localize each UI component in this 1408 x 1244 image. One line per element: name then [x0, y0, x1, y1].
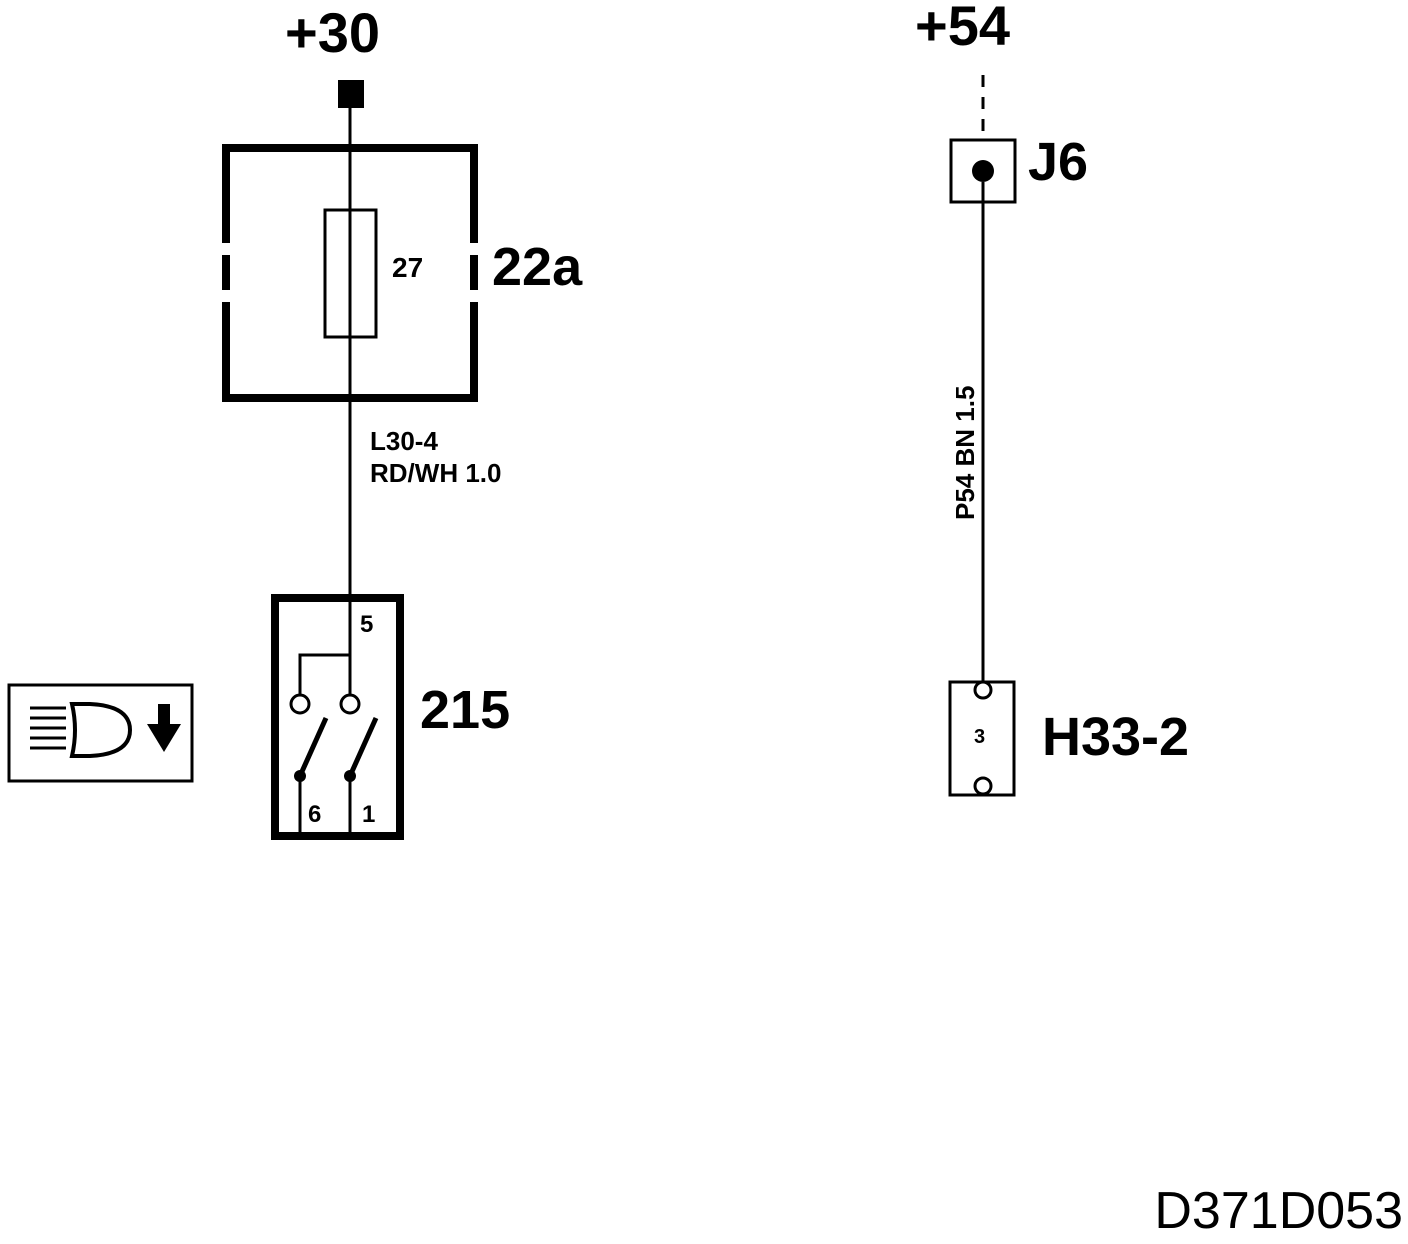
diagram-code: D371D053 — [1154, 1182, 1403, 1240]
supply-plus30-label: +30 — [285, 1, 380, 64]
headlight-low-beam-icon — [7, 683, 194, 783]
connector-label: H33-2 — [1042, 707, 1189, 767]
wire-label-p54: P54 BN 1.5 — [950, 386, 980, 520]
switch-pin-left: 6 — [308, 801, 321, 828]
switch-pin-top: 5 — [360, 611, 373, 638]
switch-215-box — [271, 594, 404, 840]
fuse-element — [323, 208, 378, 339]
switch-bridge-wire — [298, 600, 352, 695]
junction-j6-node — [972, 160, 994, 182]
connector-pin-number: 3 — [974, 726, 985, 748]
connector-pin-top — [973, 680, 993, 700]
wire-code-label: L30-4 — [370, 426, 438, 456]
supply-plus54-label: +54 — [915, 0, 1010, 57]
switch-blade-right — [347, 716, 379, 778]
wire-spec-label: RD/WH 1.0 — [370, 458, 501, 488]
fuse-number: 27 — [392, 252, 423, 283]
fuse-box-22a — [222, 144, 478, 402]
switch-pin-right: 1 — [362, 801, 375, 828]
switch-contact-left — [289, 693, 311, 715]
connector-pin-bottom — [973, 776, 993, 796]
switch-contact-right — [339, 693, 361, 715]
fuse-box-label: 22a — [492, 237, 583, 297]
junction-label: J6 — [1028, 132, 1088, 192]
switch-blade-left — [297, 716, 329, 778]
switch-label: 215 — [420, 680, 510, 740]
supply-terminal — [338, 80, 364, 108]
